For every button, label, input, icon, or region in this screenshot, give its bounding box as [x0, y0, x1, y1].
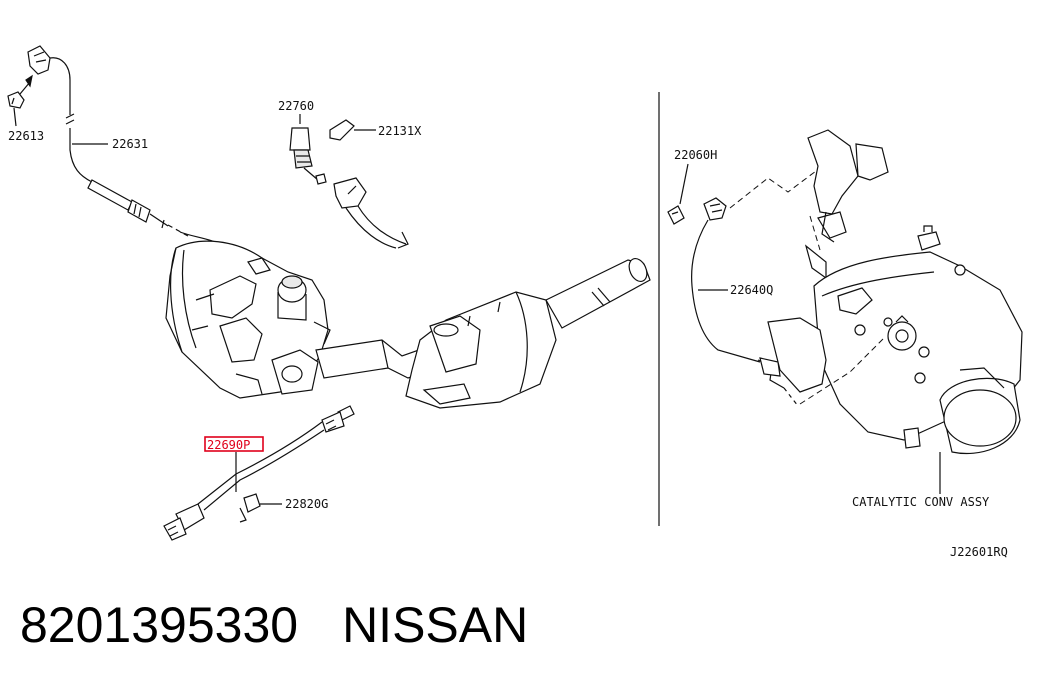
sensor-22640q: [691, 197, 799, 407]
leader-dashed-2: [799, 337, 885, 405]
part-caption: 8201395330 NISSAN: [20, 596, 528, 654]
temp-sensor-22760: [289, 114, 327, 185]
parts-diagram: 22613 22631 22760 22131X 22690P 22820G 2…: [7, 45, 1023, 559]
clip-22820g: [239, 493, 282, 523]
label-22820g: 22820G: [285, 497, 328, 511]
label-22760: 22760: [278, 99, 314, 113]
label-22060h: 22060H: [674, 148, 717, 162]
leader-dashed-1: [729, 167, 821, 209]
part-number: 8201395330: [20, 597, 299, 653]
label-22613: 22613: [8, 129, 44, 143]
sensor-22631: [27, 45, 227, 249]
label-22131x: 22131X: [378, 124, 422, 138]
label-reference: J22601RQ: [950, 545, 1008, 559]
clip-22613: [7, 74, 33, 127]
label-catalytic-conv-assy: CATALYTIC CONV ASSY: [852, 495, 990, 509]
label-22690p: 22690P: [207, 438, 250, 452]
converter-section: [405, 258, 651, 409]
label-22631: 22631: [112, 137, 148, 151]
highlight-box: [204, 436, 264, 452]
bracket-22131x: [329, 119, 409, 249]
leader-dashed-3: [809, 215, 821, 251]
sensor-22690p: [163, 405, 355, 541]
catalytic-conv-assy: [767, 129, 1023, 494]
clip-22060h: [667, 163, 689, 225]
diesel-particulate-filter: [165, 240, 331, 399]
label-22640q: 22640Q: [730, 283, 773, 297]
brand-name: NISSAN: [342, 597, 529, 653]
